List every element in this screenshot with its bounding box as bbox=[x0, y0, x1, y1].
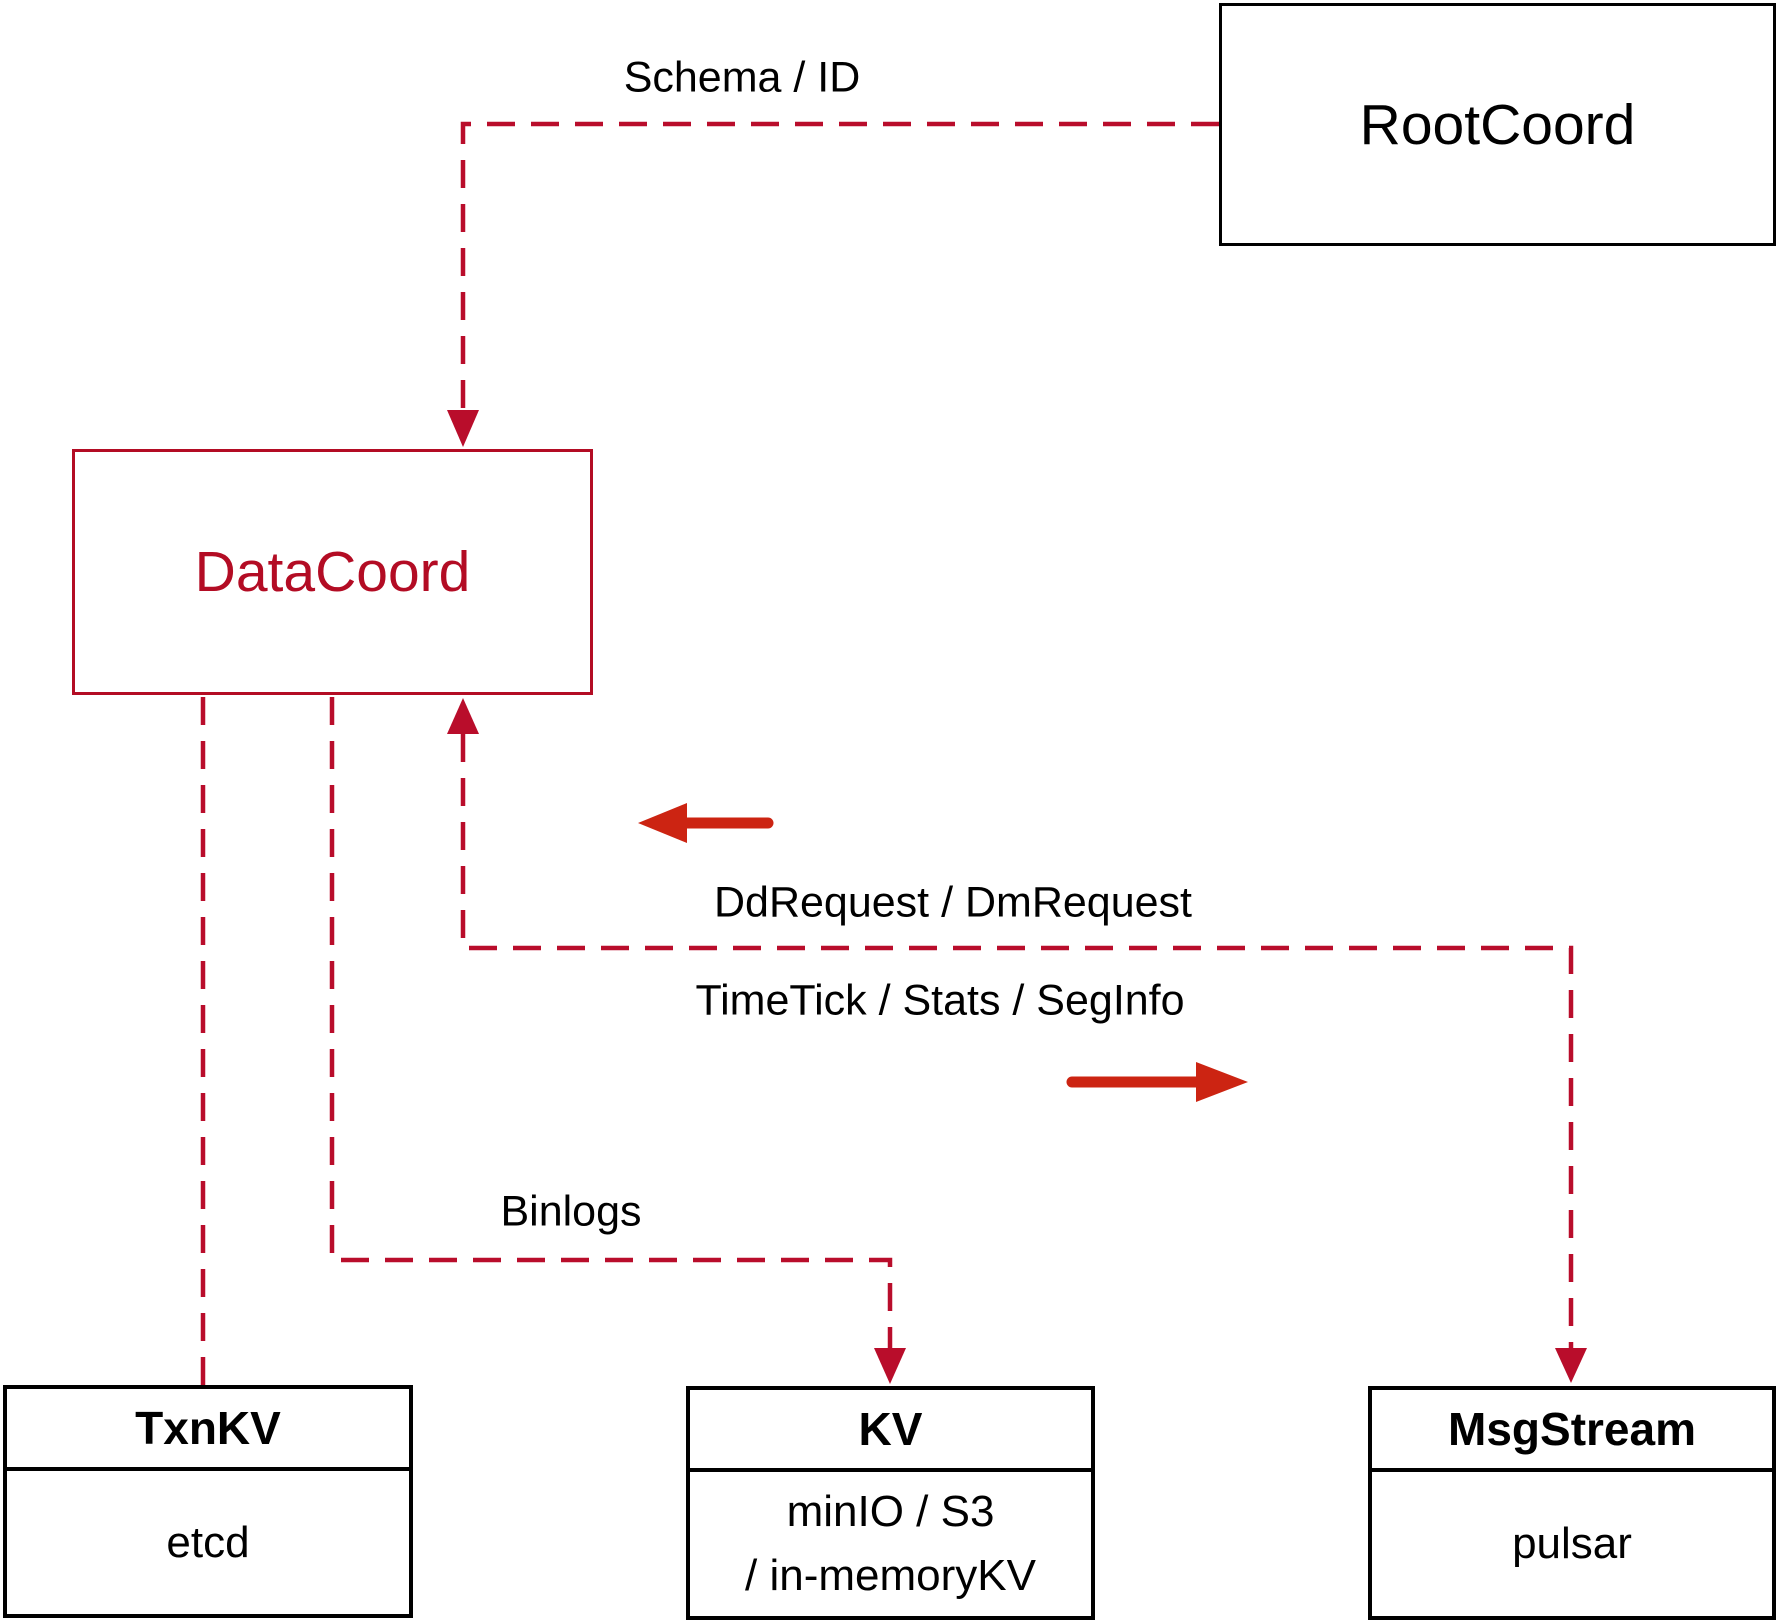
node-txnkv-title: TxnKV bbox=[7, 1389, 409, 1471]
edge-rootcoord-to-datacoord bbox=[460, 121, 1219, 410]
arrowhead-into-msgstream-top-icon bbox=[1555, 1348, 1587, 1383]
node-msgstream-title: MsgStream bbox=[1372, 1390, 1772, 1472]
edge-label-binlogs: Binlogs bbox=[500, 1187, 642, 1236]
node-kv-body-line1: minIO / S3 bbox=[786, 1487, 995, 1536]
node-rootcoord-label: RootCoord bbox=[1359, 92, 1636, 157]
left-direction-arrow-icon bbox=[638, 803, 774, 843]
edge-label-ddrequest-dmrequest: DdRequest / DmRequest bbox=[714, 878, 1192, 927]
node-txnkv-body: etcd bbox=[166, 1517, 250, 1567]
arrowhead-into-datacoord-top-icon bbox=[447, 410, 479, 447]
edge-label-timetick-stats-seginfo: TimeTick / Stats / SegInfo bbox=[695, 976, 1185, 1025]
edge-label-schema-id: Schema / ID bbox=[623, 53, 861, 102]
arrowhead-into-datacoord-bottom-icon bbox=[447, 698, 479, 734]
node-kv: KV minIO / S3 / in-memoryKV bbox=[686, 1386, 1095, 1620]
arrowhead-into-kv-top-icon bbox=[874, 1348, 906, 1384]
edge-datacoord-to-kv bbox=[329, 697, 893, 1348]
node-msgstream-body: pulsar bbox=[1512, 1519, 1632, 1568]
right-direction-arrow-icon bbox=[1066, 1062, 1248, 1102]
node-datacoord: DataCoord bbox=[72, 449, 593, 695]
node-kv-title: KV bbox=[690, 1390, 1091, 1472]
edge-datacoord-msgstream bbox=[460, 734, 1574, 1348]
node-msgstream: MsgStream pulsar bbox=[1368, 1386, 1776, 1620]
node-rootcoord: RootCoord bbox=[1219, 3, 1776, 246]
node-kv-body-line2: / in-memoryKV bbox=[745, 1551, 1036, 1600]
node-txnkv: TxnKV etcd bbox=[3, 1385, 413, 1618]
node-datacoord-label: DataCoord bbox=[194, 540, 471, 604]
